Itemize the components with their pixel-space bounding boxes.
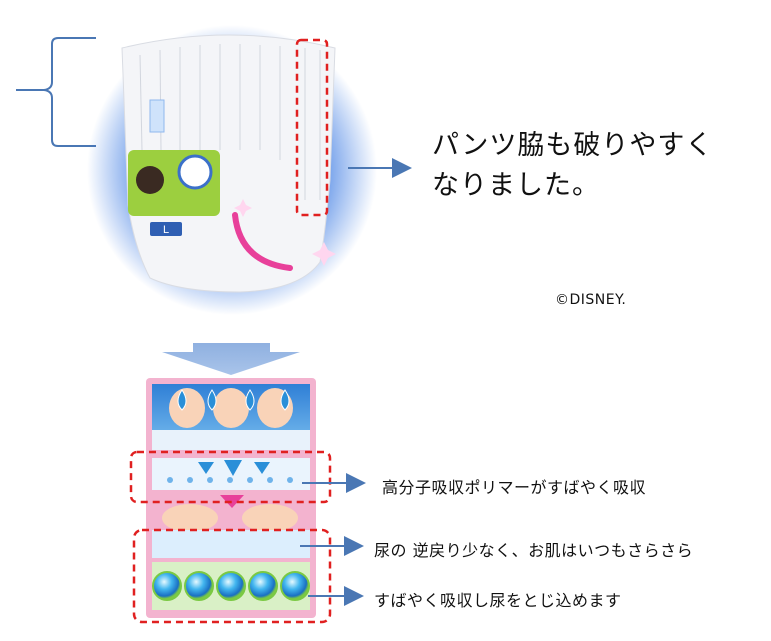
- diaper-pants-illustration: L: [87, 25, 377, 315]
- tear-line-highlight: [232, 212, 293, 271]
- size-badge: [150, 222, 182, 236]
- polymer-beads: [152, 571, 310, 601]
- callout-absorb-polymer: 高分子吸収ポリマーがすばやく吸収: [382, 478, 647, 497]
- size-label: L: [163, 224, 169, 236]
- side-seam-highlight: [295, 38, 329, 217]
- absorb-layer-highlight: [129, 450, 332, 504]
- callout-lock-in: すばやく吸収し尿をとじ込めます: [374, 591, 622, 610]
- copyright-notice: ©DISNEY.: [555, 292, 627, 308]
- top-callout: パンツ脇も破りやすく なりました。: [432, 126, 713, 206]
- top-callout-line1: パンツ脇も破りやすく: [432, 130, 714, 161]
- callout-no-backflow: 尿の 逆戻り少なく、お肌はいつもさらさら: [374, 541, 694, 560]
- waist-bracket: [16, 37, 96, 147]
- water-drops: [177, 389, 290, 411]
- layer-cross-section: [146, 378, 316, 618]
- big-down-arrow: [162, 343, 300, 375]
- lockin-layer-highlight: [132, 528, 332, 624]
- top-callout-line2: なりました。: [432, 170, 600, 201]
